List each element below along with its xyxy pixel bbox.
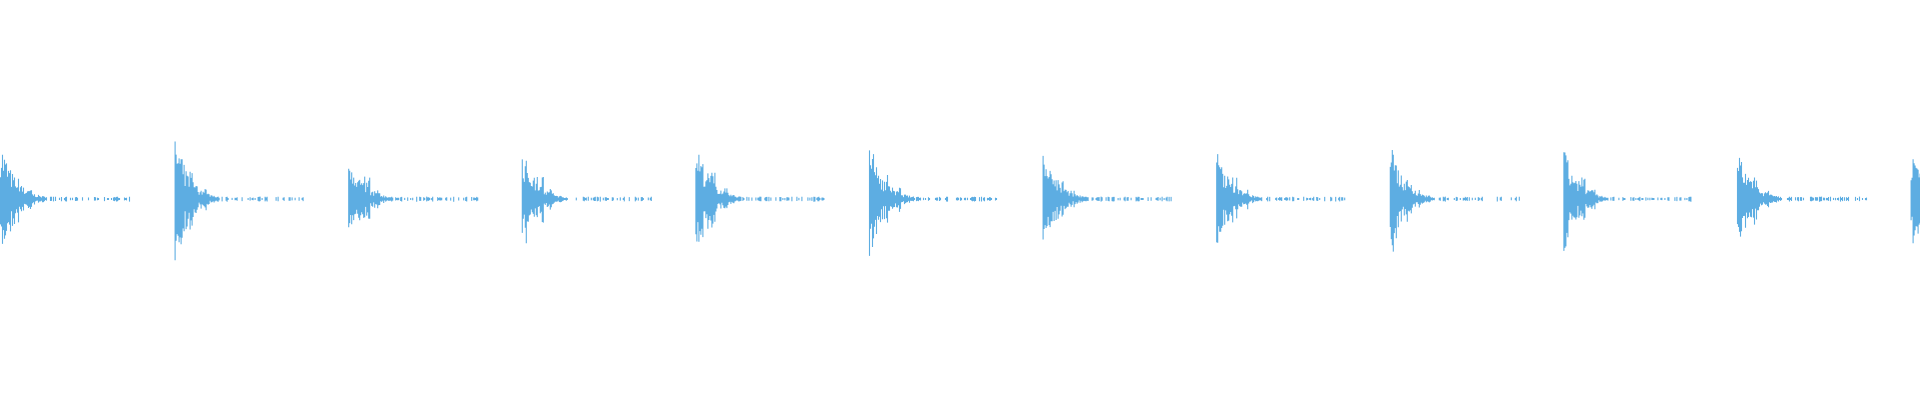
waveform-burst: [348, 168, 479, 228]
waveform-burst-path: [348, 168, 479, 228]
waveform-burst-path: [1216, 154, 1346, 243]
waveform-burst-path: [1910, 159, 1920, 244]
waveform-burst: [1736, 157, 1868, 237]
waveform-burst: [1563, 152, 1692, 251]
waveform-burst: [1042, 155, 1172, 240]
waveform-burst-path: [868, 150, 998, 256]
waveform-burst: [1389, 150, 1520, 252]
waveform-burst-path: [1563, 152, 1692, 251]
waveform-burst-path: [1389, 150, 1520, 252]
waveform-burst: [174, 141, 304, 261]
waveform-burst-path: [695, 154, 825, 242]
waveform-burst-path: [521, 159, 652, 244]
waveform-burst-path: [1042, 155, 1172, 240]
waveform-burst: [695, 154, 825, 242]
waveform-burst: [868, 150, 998, 256]
waveform-burst-path: [1736, 157, 1868, 237]
waveform-burst: [521, 159, 652, 244]
waveform-burst: [1216, 154, 1346, 243]
waveform-burst-path: [0, 154, 131, 244]
waveform-burst-path: [174, 141, 304, 261]
waveform-burst: [0, 154, 131, 244]
waveform-burst: [1910, 159, 1920, 244]
